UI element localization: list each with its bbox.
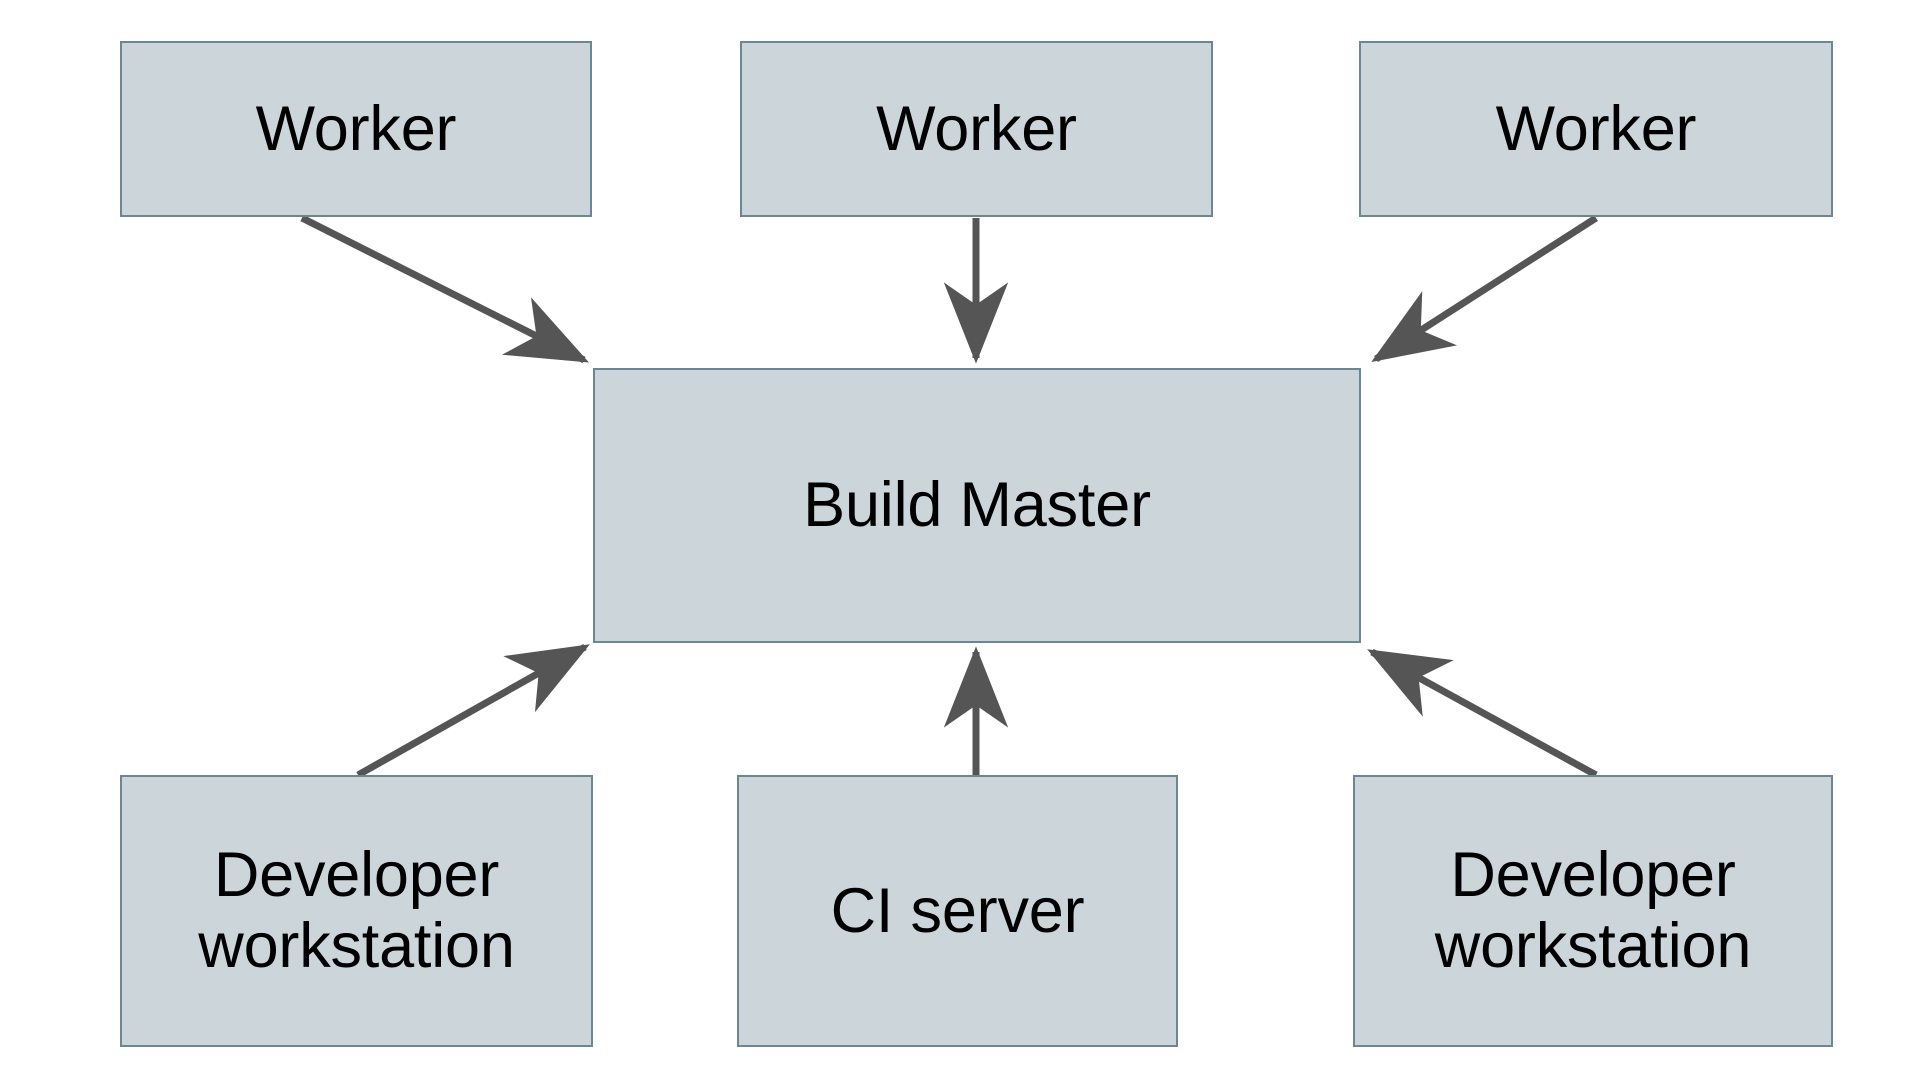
node-dev-workstation-right[interactable]: Developer workstation [1353,775,1833,1047]
node-worker-3[interactable]: Worker [1359,41,1833,217]
edge-worker-1-to-build-master [300,214,590,364]
node-dev-workstation-left[interactable]: Developer workstation [120,775,593,1047]
edge-dev-right-to-build-master [1367,648,1598,779]
node-build-master-label: Build Master [803,470,1151,541]
node-worker-2[interactable]: Worker [740,41,1213,217]
node-dev-workstation-right-label: Developer workstation [1434,840,1752,981]
node-worker-2-label: Worker [876,93,1077,164]
node-ci-server-label: CI server [830,875,1085,946]
node-worker-3-label: Worker [1495,93,1697,164]
node-build-master[interactable]: Build Master [593,368,1361,643]
edge-worker-3-to-build-master [1371,215,1598,363]
node-ci-server[interactable]: CI server [737,775,1178,1047]
edge-dev-left-to-build-master [356,643,590,779]
node-worker-1-label: Worker [255,93,457,164]
node-dev-workstation-left-label: Developer workstation [198,840,515,981]
node-worker-1[interactable]: Worker [120,41,592,217]
